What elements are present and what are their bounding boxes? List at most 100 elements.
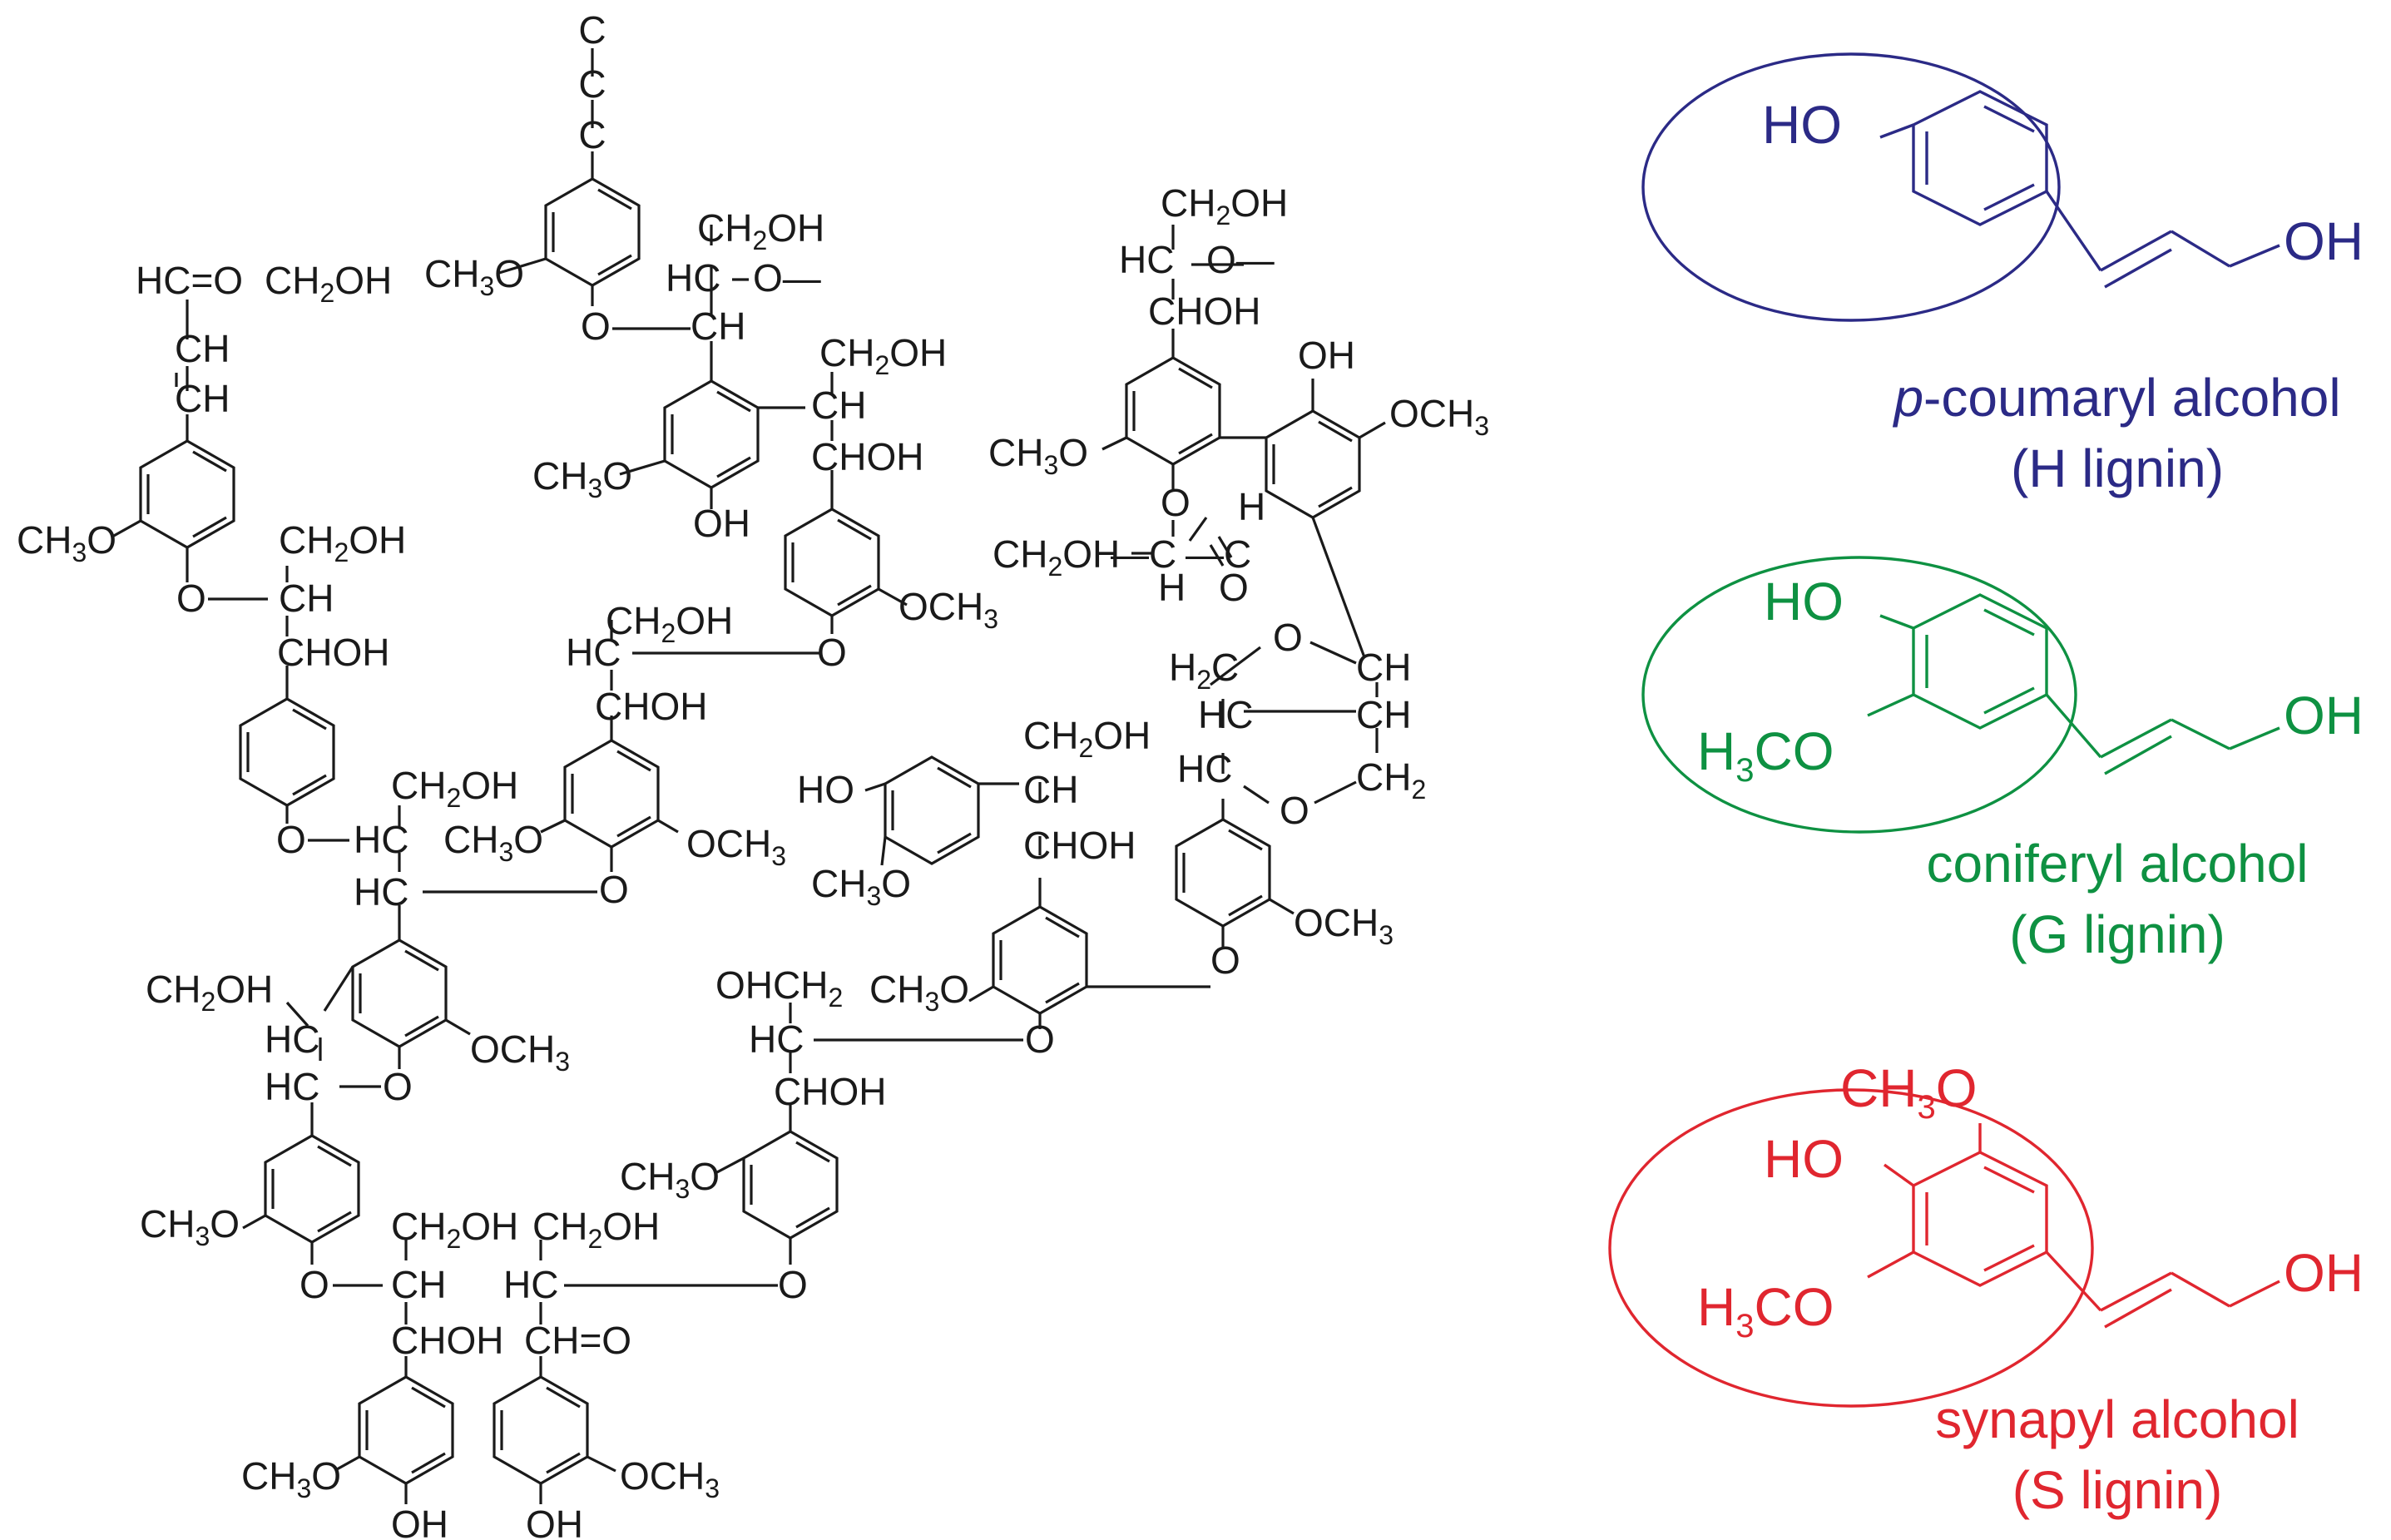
label-ch2oh: CH2OH bbox=[265, 259, 392, 308]
label-ch2oh: CH2OH bbox=[819, 331, 947, 380]
label-ch2oh: CH2OH bbox=[391, 764, 518, 813]
label-o: O bbox=[1273, 616, 1303, 659]
label-ch2oh: CH2OH bbox=[391, 1205, 518, 1254]
monomer-name-h: p-coumaryl alcohol bbox=[1892, 368, 2340, 428]
label-h: H bbox=[1158, 566, 1186, 609]
label-c: —C bbox=[1186, 532, 1251, 576]
label-och3: OCH3 bbox=[470, 1027, 570, 1077]
label-choh: CHOH bbox=[391, 1319, 503, 1362]
label-hc: HC bbox=[749, 1018, 804, 1061]
label-hc: HC bbox=[354, 870, 408, 914]
label-oh: OH bbox=[391, 1503, 448, 1540]
label-o: O bbox=[1161, 481, 1191, 524]
label-hc: HC bbox=[503, 1263, 558, 1306]
label-hc: HC bbox=[1119, 238, 1174, 281]
label-o: O bbox=[299, 1263, 329, 1306]
monomer-type-h: (H lignin) bbox=[2011, 438, 2224, 498]
label-ch3o: CH3O bbox=[17, 518, 116, 567]
label-hc: HC bbox=[265, 1065, 319, 1108]
label-ch: CH bbox=[279, 577, 334, 620]
label-o: O bbox=[778, 1263, 808, 1306]
label-o: O bbox=[1219, 566, 1249, 609]
label-ho: HO bbox=[1762, 95, 1842, 155]
label-ch3o: CH3O bbox=[532, 454, 632, 503]
label-ch: CH bbox=[1356, 646, 1411, 689]
label-ch2oh: CH2OH bbox=[993, 532, 1120, 582]
label-h: H bbox=[1238, 485, 1265, 528]
label-ch3o: CH3O bbox=[424, 252, 524, 301]
label-dash-c: —C bbox=[1111, 532, 1176, 576]
label-ch3o: CH3O bbox=[443, 818, 543, 867]
label-c: C bbox=[578, 8, 606, 52]
label-ch2oh: CH2OH bbox=[279, 518, 406, 567]
label-h3co: H3CO bbox=[1697, 721, 1834, 789]
label-ch-ald: CH=O bbox=[524, 1319, 631, 1362]
label-och3: OCH3 bbox=[620, 1454, 720, 1503]
label-hc: HC bbox=[265, 1018, 319, 1061]
label-ho: HO bbox=[1764, 1129, 1844, 1189]
label-o: O bbox=[383, 1065, 413, 1108]
label-oh: OH bbox=[1298, 334, 1355, 377]
label-o: O bbox=[1210, 938, 1240, 982]
label-ch2oh: CH2OH bbox=[1023, 714, 1151, 763]
label-och3: OCH3 bbox=[898, 585, 998, 634]
label-och3: OCH3 bbox=[686, 822, 786, 871]
monomer-type-g: (G lignin) bbox=[2009, 904, 2225, 964]
label-h3co: H3CO bbox=[1697, 1277, 1834, 1344]
label-ch3o: CH3O bbox=[1840, 1058, 1977, 1126]
label-ch2oh: CH2OH bbox=[532, 1205, 660, 1254]
polymer-labels: C C C HC=O CH2OH CH CH CH3O O CH2OH CH C… bbox=[17, 8, 1489, 1540]
label-ch3o: CH3O bbox=[811, 862, 911, 911]
label-c: C bbox=[578, 62, 606, 106]
label-choh: CHOH bbox=[277, 631, 389, 674]
label-oh: OH bbox=[2284, 1243, 2364, 1303]
label-ch2oh: CH2OH bbox=[1161, 181, 1288, 230]
label-ch2oh: CH2OH bbox=[697, 206, 824, 255]
label-ho: HO bbox=[1764, 572, 1844, 631]
label-ch2oh: CH2OH bbox=[146, 968, 273, 1017]
label-ether: O— bbox=[1206, 238, 1275, 281]
label-h2c: H2C bbox=[1169, 646, 1239, 695]
monomer-name-g: coniferyl alcohol bbox=[1927, 834, 2309, 894]
label-choh: CHOH bbox=[1148, 290, 1260, 333]
label-oh: OH bbox=[693, 502, 750, 545]
label-choh: CHOH bbox=[595, 685, 707, 728]
monomer-s-lignin: CH3O HO H3CO OH synapyl alcohol (S ligni… bbox=[1608, 1058, 2364, 1520]
label-ch2oh: CH2OH bbox=[606, 599, 733, 648]
label-o: O bbox=[581, 305, 611, 348]
label-ch: CH bbox=[175, 377, 230, 420]
label-ho: HO bbox=[797, 768, 854, 811]
label-och3: OCH3 bbox=[1294, 901, 1394, 950]
label-o: O bbox=[1025, 1018, 1055, 1061]
monomer-name-s: synapyl alcohol bbox=[1935, 1389, 2299, 1449]
label-ch: CH bbox=[691, 305, 745, 348]
label-ch2: CH2 bbox=[1356, 755, 1426, 805]
polymer-bonds bbox=[111, 48, 1386, 1504]
label-choh: CHOH bbox=[774, 1070, 886, 1113]
label-choh: CHOH bbox=[811, 435, 923, 478]
label-ch: CH bbox=[391, 1263, 446, 1306]
label-o: O bbox=[176, 577, 206, 620]
label-oh: OH bbox=[2284, 211, 2364, 271]
label-ch: CH bbox=[1023, 768, 1078, 811]
label-ch: CH bbox=[811, 384, 866, 427]
label-o: O bbox=[599, 868, 629, 911]
label-ch3o: CH3O bbox=[620, 1155, 720, 1204]
label-hc: HC bbox=[1177, 747, 1232, 790]
monomer-type-s: (S lignin) bbox=[2012, 1460, 2223, 1520]
label-ald: HC=O bbox=[136, 259, 243, 302]
label-ch3o: CH3O bbox=[869, 968, 969, 1017]
label-ch: CH bbox=[1356, 693, 1411, 736]
label-choh: CHOH bbox=[1023, 824, 1136, 867]
label-hc: HC bbox=[354, 818, 408, 861]
label-c: C bbox=[578, 113, 606, 156]
highlight-ellipse-s bbox=[1608, 1088, 2094, 1408]
monomer-g-lignin: HO H3CO OH coniferyl alcohol (G lignin) bbox=[1641, 556, 2364, 964]
label-hc: HC bbox=[566, 631, 621, 674]
label-o: O bbox=[276, 818, 306, 861]
label-ether: O— bbox=[753, 256, 821, 300]
highlight-ellipse-h bbox=[1641, 52, 2061, 322]
monomer-h-lignin: HO OH p-coumaryl alcohol (H lignin) bbox=[1641, 52, 2364, 498]
label-oh: OH bbox=[2284, 686, 2364, 745]
